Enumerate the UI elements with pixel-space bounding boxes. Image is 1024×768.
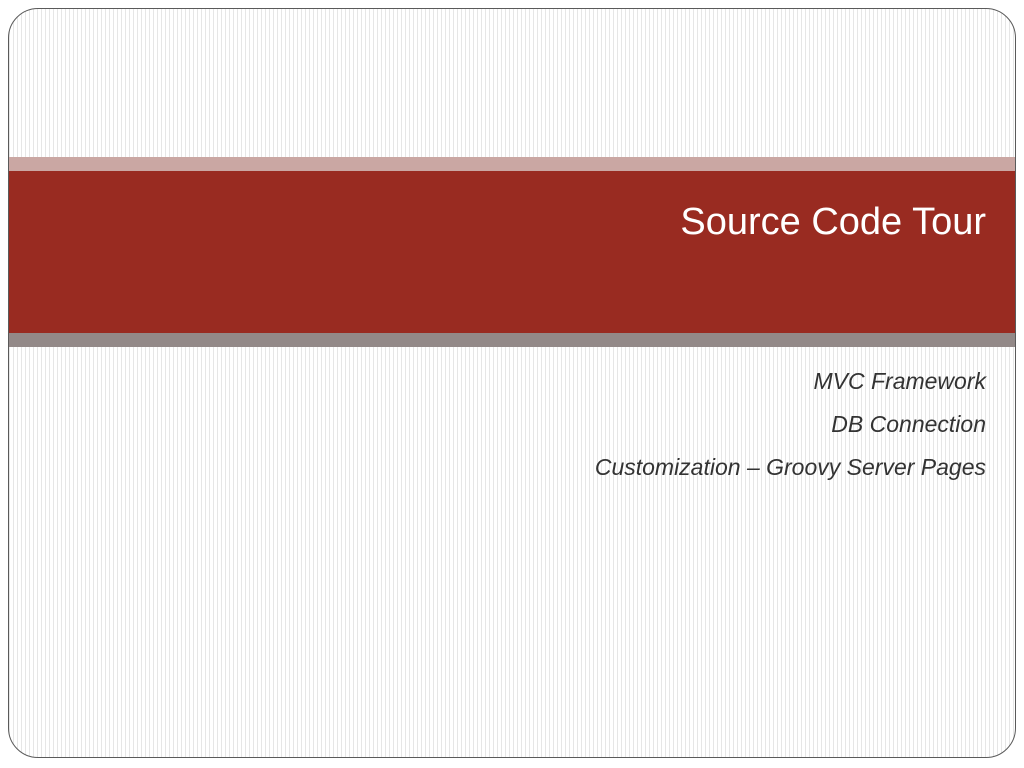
slide-title: Source Code Tour: [680, 201, 986, 243]
slide-frame: [8, 8, 1016, 758]
title-band: [9, 171, 1015, 333]
title-band-top-stripe: [9, 157, 1015, 171]
title-band-bottom-stripe: [9, 333, 1015, 347]
subtitle-line-mvc-framework: MVC Framework: [813, 368, 986, 394]
subtitle-line-customization: Customization – Groovy Server Pages: [594, 454, 986, 480]
subtitle-block: MVC Framework DB Connection Customizatio…: [595, 360, 986, 489]
subtitle-line-db-connection: DB Connection: [831, 411, 986, 437]
